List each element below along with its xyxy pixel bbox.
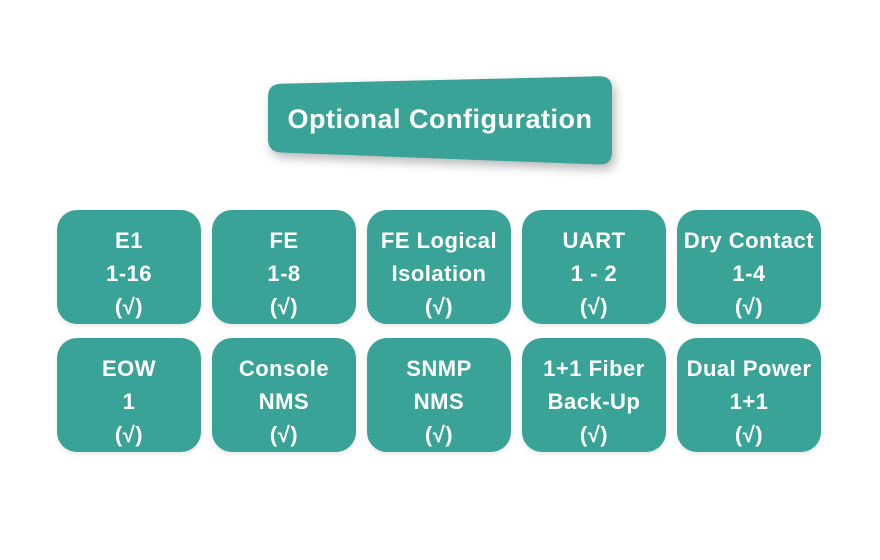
card-uart: UART 1 - 2 (√) — [522, 210, 666, 324]
card-line: (√) — [579, 293, 609, 319]
card-line: FE — [269, 227, 299, 253]
card-line: (√) — [424, 421, 454, 447]
card-line: Back-Up — [547, 388, 641, 414]
card-line: 1+1 — [729, 388, 769, 414]
card-dual-power: Dual Power 1+1 (√) — [677, 338, 821, 452]
card-e1: E1 1-16 (√) — [57, 210, 201, 324]
card-line: (√) — [269, 421, 299, 447]
card-line: Dry Contact — [683, 227, 815, 253]
card-line: (√) — [579, 421, 609, 447]
card-line: 1-8 — [267, 260, 301, 286]
card-snmp: SNMP NMS (√) — [367, 338, 511, 452]
card-line: Console — [238, 355, 330, 381]
card-line: (√) — [734, 421, 764, 447]
card-line: 1-16 — [105, 260, 153, 286]
card-line: 1-4 — [732, 260, 766, 286]
card-line: NMS — [413, 388, 465, 414]
card-line: Isolation — [391, 260, 487, 286]
banner-title: Optional Configuration — [287, 103, 593, 134]
card-line: SNMP — [406, 355, 472, 381]
card-line: 1 — [122, 388, 136, 414]
card-line: 1+1 Fiber — [543, 355, 645, 381]
card-line: NMS — [258, 388, 310, 414]
card-fe: FE 1-8 (√) — [212, 210, 356, 324]
card-line: (√) — [734, 293, 764, 319]
card-line: (√) — [269, 293, 299, 319]
card-line: 1 - 2 — [570, 260, 618, 286]
card-line: FE Logical — [380, 227, 498, 253]
card-dry-contact: Dry Contact 1-4 (√) — [677, 210, 821, 324]
card-line: UART — [562, 227, 626, 253]
card-line: EOW — [101, 355, 157, 381]
card-line: E1 — [115, 227, 143, 253]
card-line: (√) — [114, 421, 144, 447]
card-eow: EOW 1 (√) — [57, 338, 201, 452]
card-line: (√) — [114, 293, 144, 319]
card-line: (√) — [424, 293, 454, 319]
card-line: Dual Power — [686, 355, 812, 381]
